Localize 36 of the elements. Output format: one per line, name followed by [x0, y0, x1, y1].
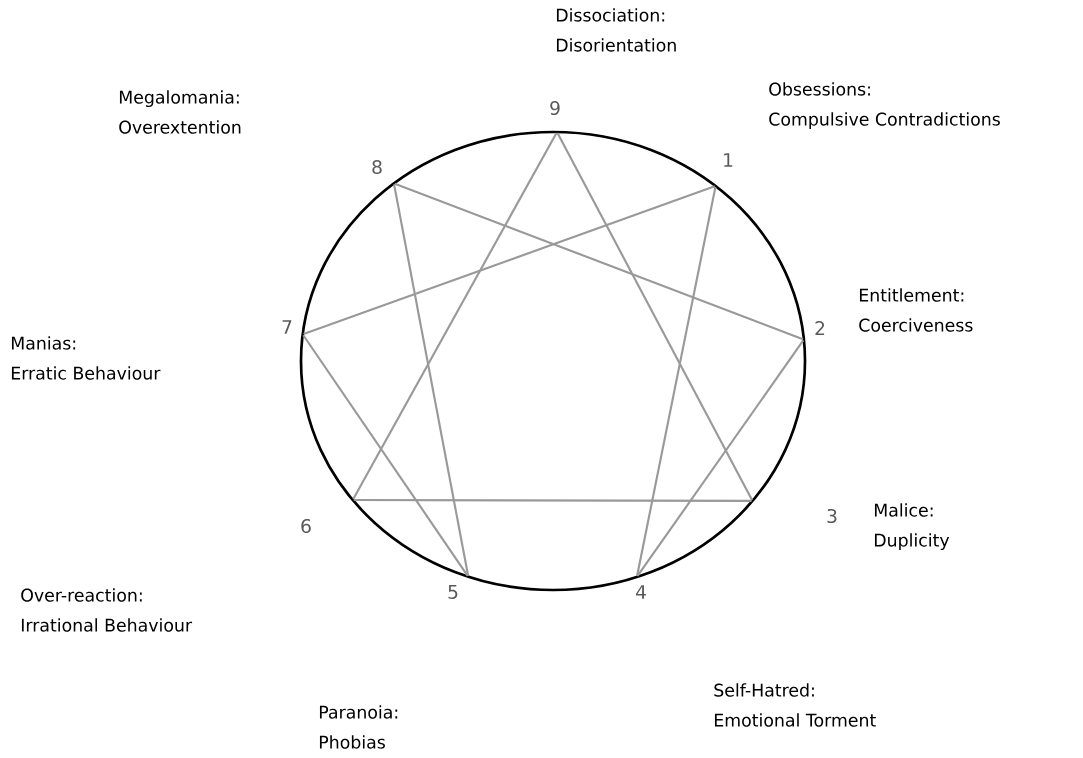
line [394, 182, 804, 341]
line [636, 339, 805, 577]
trait-label: Duplicity [874, 533, 950, 551]
trait-label: Obsessions: [769, 82, 870, 96]
line [352, 132, 558, 500]
trait-label: Over-reaction: [21, 588, 142, 602]
number-label: 2 [815, 321, 825, 335]
trait-label: Paranoia: [319, 705, 398, 719]
number-label: 7 [282, 320, 292, 334]
number-label: 6 [301, 518, 311, 534]
trait-label: Phobias [319, 735, 385, 749]
number-label: 5 [448, 585, 458, 599]
number-label: 8 [372, 159, 382, 175]
number-label: 4 [636, 585, 646, 599]
line [556, 132, 753, 501]
line [353, 498, 752, 502]
trait-label: Manias: [11, 336, 76, 350]
line [302, 334, 469, 577]
trait-label: Disorientation [556, 38, 676, 52]
line [636, 186, 717, 577]
trait-label: Megalomania: [119, 90, 239, 108]
number-label: 1 [724, 153, 733, 167]
trait-label: Overextention [119, 120, 241, 134]
trait-label: Compulsive Contradictions [769, 112, 1000, 130]
line [393, 184, 470, 576]
trait-label: Coerciveness [859, 318, 973, 332]
trait-label: Dissociation: [556, 8, 665, 22]
trait-label: Self-Hatred: [714, 683, 814, 697]
number-label: 3 [827, 508, 837, 524]
number-label: 9 [550, 100, 560, 116]
line [303, 185, 716, 335]
trait-label: Malice: [874, 503, 933, 517]
trait-label: Erratic Behaviour [11, 366, 161, 380]
trait-label: Emotional Torment [714, 713, 876, 727]
trait-label: Entitlement: [859, 288, 964, 302]
trait-label: Irrational Behaviour [21, 618, 193, 632]
